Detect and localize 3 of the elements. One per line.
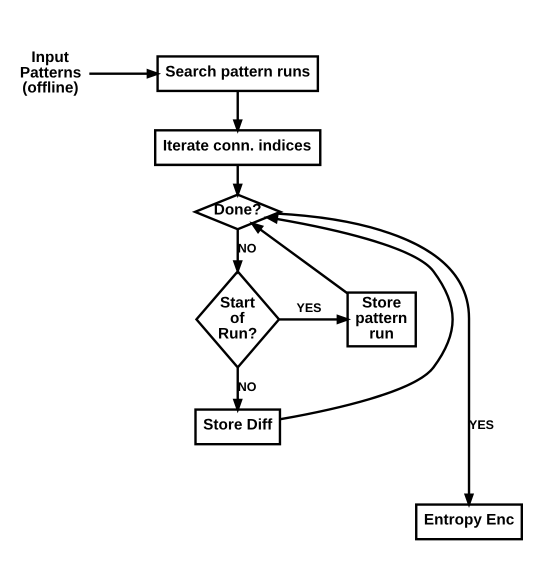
node-text: Input Patterns (offline) <box>20 48 82 96</box>
edge-label: YES <box>469 418 494 432</box>
edge-label: YES <box>296 300 322 315</box>
